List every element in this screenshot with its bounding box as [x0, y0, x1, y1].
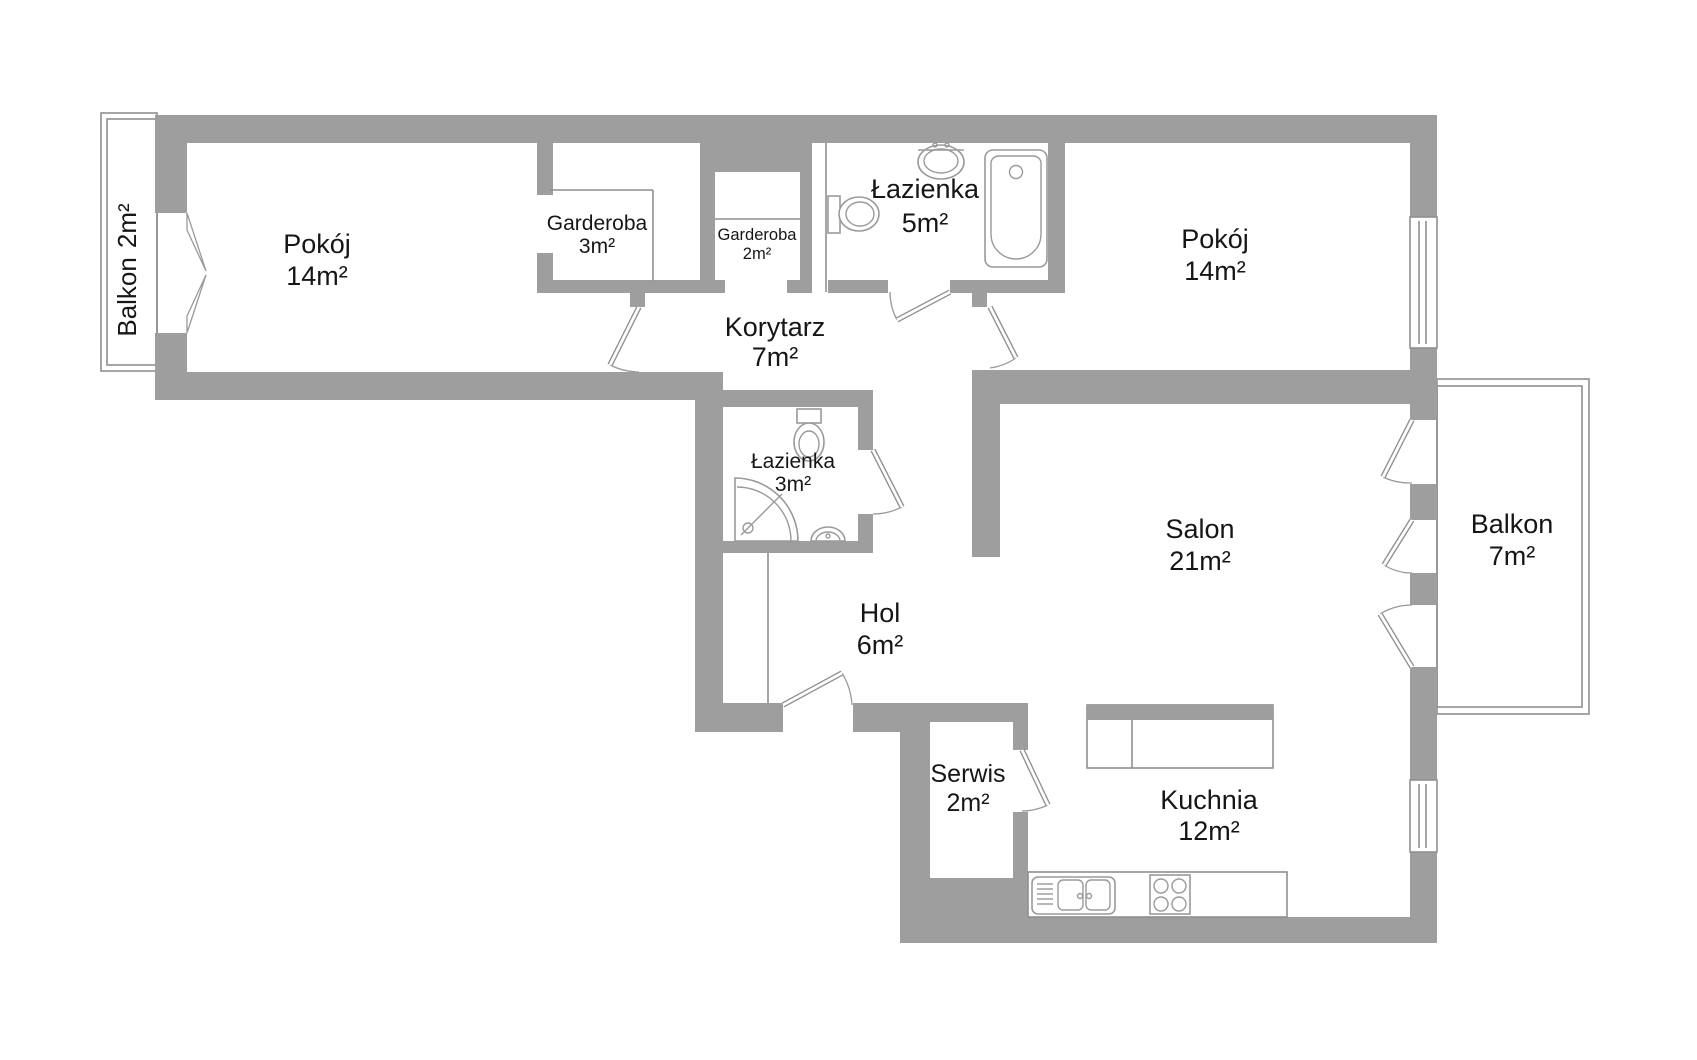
room-label-garderoba-3: Garderoba 3m²: [547, 212, 648, 258]
window-kuchnia: [1409, 779, 1438, 853]
svg-text:2m²: 2m²: [946, 789, 989, 817]
door-lazienka-5: [889, 289, 952, 323]
room-label-hol: Hol 6m²: [857, 598, 904, 660]
room-label-salon: Salon 21m²: [1165, 514, 1234, 576]
room-label-kuchnia: Kuchnia 12m²: [1160, 785, 1259, 846]
wash-basin-icon-2: [810, 526, 846, 542]
door-lazienka-3: [870, 448, 905, 515]
svg-text:Pokój: Pokój: [1181, 224, 1249, 254]
svg-text:Garderoba: Garderoba: [718, 226, 798, 244]
toilet-icon: [827, 195, 880, 234]
svg-text:3m²: 3m²: [579, 235, 615, 258]
room-label-pokoj-left: Pokój 14m²: [283, 229, 351, 291]
svg-text:5m²: 5m²: [902, 208, 949, 238]
wardrobe-garderoba-3: [550, 189, 654, 281]
entrance-door: [781, 670, 853, 708]
svg-text:Kuchnia: Kuchnia: [1160, 785, 1259, 815]
balcony-right-outline: [1436, 378, 1590, 715]
window-pokoj-right: [1409, 216, 1438, 349]
balcony-door-pokoj-left: [186, 212, 207, 334]
svg-text:Łazienka: Łazienka: [751, 450, 835, 473]
door-serwis: [1019, 748, 1051, 812]
svg-text:7m²: 7m²: [1489, 541, 1536, 571]
wash-basin-icon: [917, 142, 965, 180]
room-label-korytarz: Korytarz 7m²: [725, 312, 826, 372]
balcony-doors-salon: [1377, 418, 1415, 669]
svg-text:Salon: Salon: [1165, 514, 1234, 544]
svg-text:6m²: 6m²: [857, 630, 904, 660]
balcony-left-outline: [100, 112, 158, 372]
cooktop-icon: [1149, 874, 1191, 915]
svg-text:14m²: 14m²: [286, 261, 348, 291]
room-label-serwis: Serwis 2m²: [930, 760, 1005, 817]
door-pokoj-right: [987, 305, 1019, 369]
svg-text:Łazienka: Łazienka: [871, 174, 980, 204]
door-pokoj-left: [607, 305, 642, 373]
svg-text:Korytarz: Korytarz: [725, 312, 826, 342]
svg-text:7m²: 7m²: [752, 342, 799, 372]
room-label-garderoba-2: Garderoba 2m²: [718, 226, 798, 263]
toilet-icon-2: [793, 408, 825, 462]
kitchen-sink-icon: [1031, 876, 1116, 915]
svg-text:Hol: Hol: [860, 598, 901, 628]
svg-text:12m²: 12m²: [1178, 816, 1240, 846]
room-label-lazienka-5: Łazienka 5m²: [871, 174, 980, 238]
room-label-balkon-right: Balkon 7m²: [1471, 509, 1554, 571]
svg-text:Pokój: Pokój: [283, 229, 351, 259]
walls: [155, 115, 1437, 943]
svg-text:3m²: 3m²: [775, 473, 811, 496]
shower-tray-icon: [734, 477, 799, 542]
kitchen-island: [1086, 704, 1274, 769]
svg-text:Balkon2m²: Balkon2m²: [112, 203, 142, 337]
svg-text:Serwis: Serwis: [930, 760, 1005, 788]
svg-text:14m²: 14m²: [1184, 256, 1246, 286]
room-label-lazienka-3: Łazienka 3m²: [751, 450, 835, 496]
room-label-pokoj-right: Pokój 14m²: [1181, 224, 1249, 286]
svg-text:Garderoba: Garderoba: [547, 212, 648, 235]
bathtub-icon: [984, 149, 1048, 268]
svg-text:Balkon: Balkon: [1471, 509, 1554, 539]
svg-text:2m²: 2m²: [743, 245, 772, 263]
svg-text:21m²: 21m²: [1169, 546, 1231, 576]
room-label-balkon-left: Balkon2m²: [112, 203, 142, 337]
